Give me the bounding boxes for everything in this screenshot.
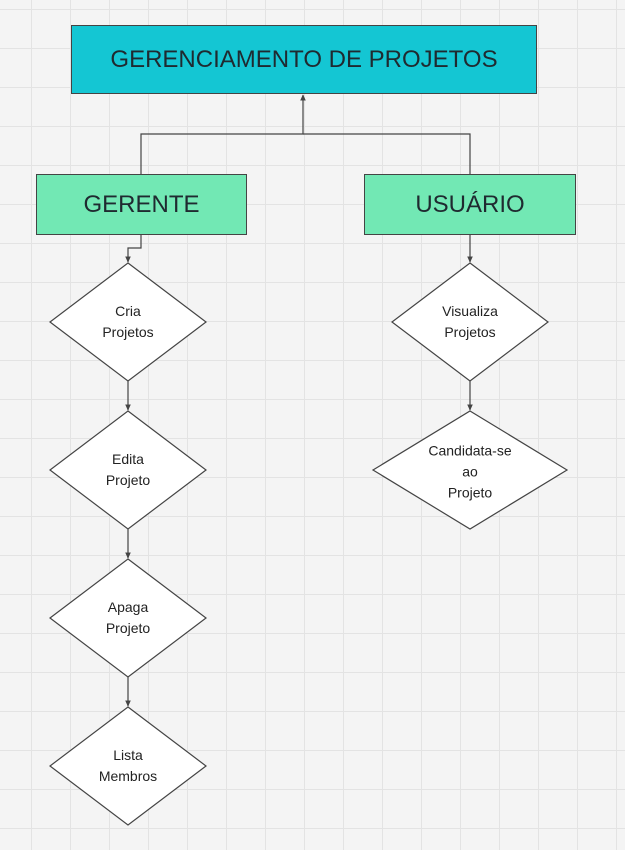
role-label-usuario: USUÁRIO [415,190,525,218]
title-box[interactable]: GERENCIAMENTO DE PROJETOS [71,25,537,94]
role-label-gerente: GERENTE [83,190,200,218]
connector-usuario-to-title [303,133,471,174]
diamond-label-lista-membros: Lista Membros [98,747,158,784]
diamond-label-visualiza-projetos: Visualiza Projetos [442,303,498,340]
connector-gerente-to-title [140,95,303,174]
diamond-label-candidata-projeto: Candidata-se ao Projeto [428,442,512,501]
diamond-candidata-projeto [371,410,569,530]
connector-gerente-to-cria [128,235,142,262]
diamond-edita-projeto [49,410,207,530]
role-box-gerente[interactable]: GERENTE [36,174,247,235]
diamond-lista-membros [49,706,207,826]
role-box-usuario[interactable]: USUÁRIO [364,174,576,235]
diamond-apaga-projeto [49,558,207,678]
diamond-label-cria-projetos: Cria Projetos [102,303,154,340]
diamond-cria-projetos [49,262,207,382]
diamond-label-edita-projeto: Edita Projeto [105,451,151,488]
title-label: GERENCIAMENTO DE PROJETOS [110,45,498,73]
connector-lines [128,95,470,706]
decision-diamonds [49,262,569,826]
diamond-visualiza-projetos [391,262,549,382]
diamond-label-apaga-projeto: Apaga Projeto [105,599,151,636]
